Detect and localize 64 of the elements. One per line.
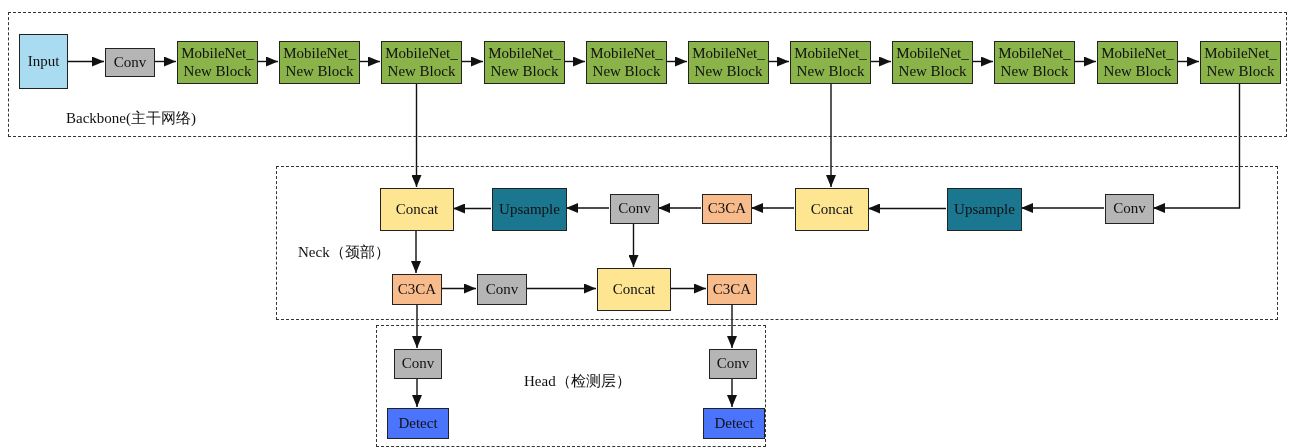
c3ca-box: C3CA — [392, 274, 442, 305]
arrow — [440, 283, 477, 294]
detect-box: Detect — [703, 408, 765, 439]
arrow — [1176, 56, 1200, 67]
conv-box: Conv — [1105, 194, 1154, 224]
group-label: Neck（颈部） — [298, 243, 390, 262]
dashed-group-box — [376, 325, 766, 447]
arrow — [669, 283, 707, 294]
conv-box: Conv — [394, 349, 442, 379]
arrow — [727, 303, 737, 349]
arrow — [971, 56, 994, 67]
arrow — [525, 283, 597, 294]
input-box: Input — [19, 34, 68, 89]
conv-box: Conv — [709, 349, 757, 379]
block-box: MobileNet_ New Block — [381, 41, 462, 84]
arrow — [412, 377, 422, 408]
group-label: Head（检测层） — [524, 372, 631, 391]
block-box: MobileNet_ New Block — [177, 41, 258, 84]
arrow — [563, 56, 586, 67]
concat-box: Concat — [795, 188, 869, 231]
block-box: MobileNet_ New Block — [790, 41, 871, 84]
arrow — [565, 203, 610, 213]
concat-box: Concat — [597, 268, 671, 311]
block-box: MobileNet_ New Block — [892, 41, 973, 84]
dashed-group-box — [276, 166, 1278, 320]
concat-box: Concat — [380, 188, 454, 231]
arrow — [153, 56, 177, 67]
block-box: MobileNet_ New Block — [279, 41, 360, 84]
arrow — [826, 82, 836, 188]
c3ca-box: C3CA — [707, 274, 757, 305]
block-box: MobileNet_ New Block — [484, 41, 565, 84]
block-box: MobileNet_ New Block — [1200, 41, 1281, 84]
conv-box: Conv — [610, 194, 659, 224]
arrow — [412, 303, 422, 349]
block-box: MobileNet_ New Block — [586, 41, 667, 84]
arrow — [869, 56, 892, 67]
arrow — [750, 203, 795, 213]
block-box: MobileNet_ New Block — [688, 41, 769, 84]
arrow — [665, 56, 688, 67]
dashed-group-box — [8, 12, 1287, 137]
detect-box: Detect — [387, 408, 449, 439]
c3ca-box: C3CA — [702, 194, 752, 224]
arrow — [460, 56, 484, 67]
upsample-box: Upsample — [492, 188, 567, 231]
arrow — [628, 222, 639, 268]
conv-box: Conv — [477, 274, 527, 305]
conv-box: Conv — [105, 48, 155, 77]
upsample-box: Upsample — [947, 188, 1022, 231]
arrow — [411, 229, 421, 274]
arrow — [411, 82, 422, 188]
arrow — [1152, 82, 1241, 213]
arrow — [1073, 56, 1097, 67]
arrow — [727, 377, 737, 408]
group-label: Backbone(主干网络) — [66, 109, 196, 128]
arrow — [358, 56, 381, 67]
arrow — [1020, 203, 1105, 213]
arrow — [66, 56, 105, 67]
arrow — [867, 203, 947, 214]
arrow — [452, 203, 492, 214]
block-box: MobileNet_ New Block — [1097, 41, 1178, 84]
arrow — [767, 56, 790, 67]
arrow — [256, 56, 279, 67]
block-box: MobileNet_ New Block — [994, 41, 1075, 84]
arrow — [657, 203, 702, 213]
